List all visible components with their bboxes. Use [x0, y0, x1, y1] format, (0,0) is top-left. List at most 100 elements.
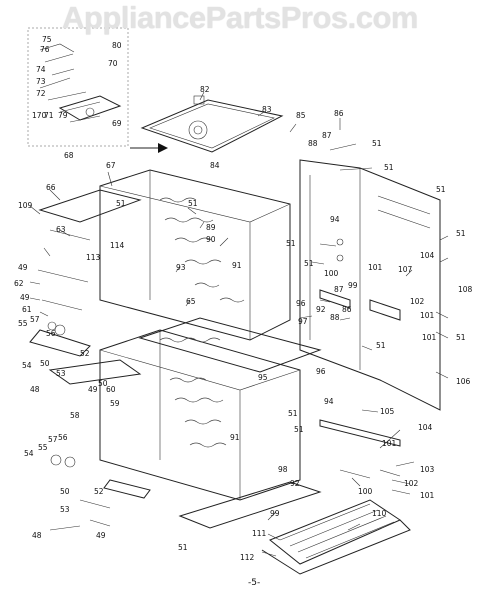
svg-text:82: 82 [200, 85, 210, 94]
svg-text:50: 50 [40, 359, 50, 368]
svg-text:107: 107 [398, 265, 413, 274]
svg-text:83: 83 [262, 105, 272, 114]
svg-text:84: 84 [210, 161, 220, 170]
svg-text:51: 51 [288, 409, 298, 418]
svg-text:98: 98 [278, 465, 288, 474]
svg-text:72: 72 [36, 89, 46, 98]
svg-text:65: 65 [186, 297, 196, 306]
svg-text:96: 96 [316, 367, 326, 376]
svg-text:54: 54 [22, 361, 32, 370]
svg-text:56: 56 [46, 329, 56, 338]
svg-text:101: 101 [420, 491, 435, 500]
svg-text:51: 51 [456, 229, 466, 238]
svg-text:97: 97 [298, 317, 308, 326]
leader-lines [29, 91, 449, 557]
svg-text:87: 87 [334, 285, 344, 294]
svg-text:57: 57 [30, 315, 40, 324]
svg-text:79: 79 [58, 111, 68, 120]
svg-text:76: 76 [40, 45, 50, 54]
watermark: AppliancePartsPros.com [62, 0, 418, 35]
svg-text:102: 102 [410, 297, 425, 306]
svg-text:52: 52 [94, 487, 104, 496]
svg-text:51: 51 [456, 333, 466, 342]
svg-text:91: 91 [232, 261, 242, 270]
svg-text:101: 101 [420, 311, 435, 320]
svg-text:108: 108 [458, 285, 473, 294]
svg-text:75: 75 [42, 35, 52, 44]
svg-text:86: 86 [334, 109, 344, 118]
left-parts [29, 189, 142, 385]
svg-text:170: 170 [32, 111, 47, 120]
svg-text:95: 95 [258, 373, 268, 382]
inset-detail [27, 27, 129, 147]
svg-text:94: 94 [330, 215, 340, 224]
svg-text:104: 104 [420, 251, 435, 260]
svg-text:100: 100 [324, 269, 339, 278]
svg-text:93: 93 [176, 263, 186, 272]
oven-body-lower [99, 329, 301, 501]
svg-text:51: 51 [286, 239, 296, 248]
svg-text:63: 63 [56, 225, 66, 234]
svg-text:51: 51 [436, 185, 446, 194]
svg-text:53: 53 [56, 369, 66, 378]
svg-text:50: 50 [98, 379, 108, 388]
svg-text:80: 80 [112, 41, 122, 50]
svg-text:88: 88 [330, 313, 340, 322]
page-number: -5- [248, 578, 261, 588]
svg-text:51: 51 [384, 163, 394, 172]
svg-text:73: 73 [36, 77, 46, 86]
svg-text:99: 99 [270, 509, 280, 518]
svg-text:91: 91 [230, 433, 240, 442]
svg-text:100: 100 [358, 487, 373, 496]
callout-numbers: 75 76 74 73 72 170 71 79 69 68 80 70 82 … [14, 35, 473, 562]
svg-text:94: 94 [324, 397, 334, 406]
svg-text:111: 111 [252, 529, 267, 538]
svg-text:88: 88 [308, 139, 318, 148]
svg-text:55: 55 [18, 319, 28, 328]
svg-text:74: 74 [36, 65, 46, 74]
middle-shelf [138, 317, 322, 373]
svg-text:51: 51 [304, 259, 314, 268]
svg-text:92: 92 [290, 479, 300, 488]
oven-body-upper [99, 169, 291, 341]
broiler-pan [261, 499, 411, 575]
svg-text:59: 59 [110, 399, 120, 408]
svg-text:56: 56 [58, 433, 68, 442]
svg-text:48: 48 [30, 385, 40, 394]
svg-text:96: 96 [296, 299, 306, 308]
svg-text:69: 69 [112, 119, 122, 128]
bottom-plate [178, 481, 322, 529]
svg-text:51: 51 [116, 199, 126, 208]
svg-text:55: 55 [38, 443, 48, 452]
svg-text:109: 109 [18, 201, 33, 210]
svg-text:86: 86 [342, 305, 352, 314]
svg-text:90: 90 [206, 235, 216, 244]
svg-text:50: 50 [60, 487, 70, 496]
svg-text:53: 53 [60, 505, 70, 514]
svg-text:99: 99 [348, 281, 358, 290]
svg-text:67: 67 [106, 161, 116, 170]
svg-text:60: 60 [106, 385, 116, 394]
svg-text:113: 113 [86, 253, 101, 262]
svg-text:49: 49 [20, 293, 30, 302]
svg-text:110: 110 [372, 509, 387, 518]
svg-text:51: 51 [178, 543, 188, 552]
svg-text:49: 49 [96, 531, 106, 540]
svg-text:51: 51 [294, 425, 304, 434]
svg-text:58: 58 [70, 411, 80, 420]
svg-text:70: 70 [108, 59, 118, 68]
right-side-panel [299, 159, 441, 411]
svg-text:61: 61 [22, 305, 32, 314]
svg-text:112: 112 [240, 553, 255, 562]
svg-text:102: 102 [404, 479, 419, 488]
svg-text:51: 51 [188, 199, 198, 208]
svg-text:105: 105 [380, 407, 395, 416]
svg-text:104: 104 [418, 423, 433, 432]
svg-text:89: 89 [206, 223, 216, 232]
right-lower-parts [319, 419, 401, 479]
svg-text:57: 57 [48, 435, 58, 444]
svg-text:54: 54 [24, 449, 34, 458]
svg-text:49: 49 [88, 385, 98, 394]
svg-text:85: 85 [296, 111, 306, 120]
